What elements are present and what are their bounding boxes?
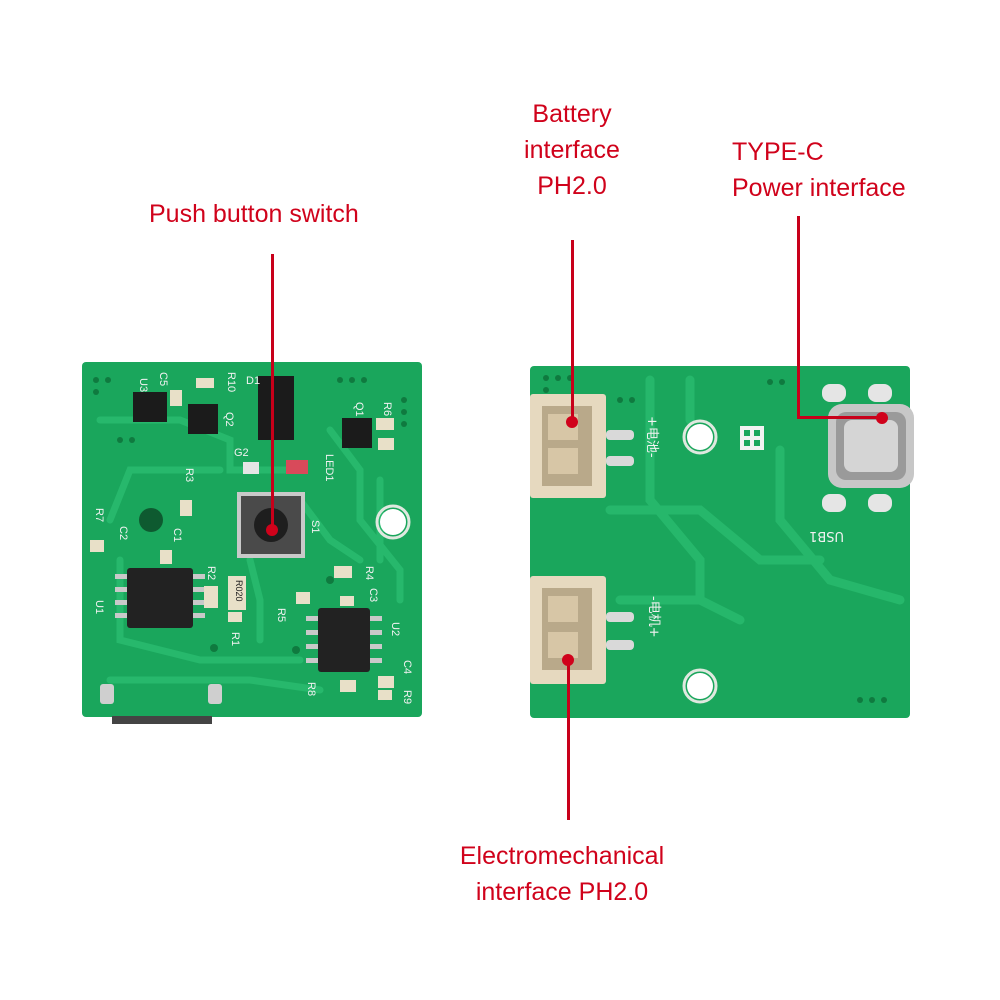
typec-label: TYPE-C Power interface bbox=[732, 134, 906, 206]
silk-u2: U2 bbox=[389, 622, 401, 636]
silk-motor-polarity: -电机+ bbox=[646, 596, 661, 638]
silk-r10: R10 bbox=[225, 372, 237, 392]
silk-r6: R6 bbox=[381, 402, 393, 416]
motor-label-line-1: Electromechanical bbox=[459, 842, 665, 870]
silk-r7: R7 bbox=[93, 508, 105, 522]
battery-label-line-1: Battery bbox=[532, 100, 612, 128]
silk-s1: S1 bbox=[309, 520, 321, 533]
motor-connector bbox=[530, 576, 634, 684]
motor-label-line-2: interface PH2.0 bbox=[475, 878, 649, 906]
motor-marker-dot bbox=[562, 654, 574, 666]
typec-leader-line-vertical bbox=[797, 216, 800, 418]
silk-r3: R3 bbox=[183, 468, 195, 482]
motor-leader-line bbox=[567, 660, 570, 820]
silk-d1: D1 bbox=[246, 375, 260, 387]
silk-q2: Q2 bbox=[223, 412, 235, 427]
silk-usb1: USB1 bbox=[809, 528, 844, 543]
battery-connector bbox=[530, 394, 634, 498]
silk-r020: R020 bbox=[234, 580, 244, 602]
silk-r9: R9 bbox=[401, 690, 413, 704]
left-pcb-board: U3 C5 R10 D1 Q2 Q1 R6 G2 LED1 R3 R7 C2 C… bbox=[82, 362, 422, 724]
silk-r8: R8 bbox=[305, 682, 317, 696]
silk-c2: C2 bbox=[117, 526, 129, 540]
battery-label: Battery interface PH2.0 bbox=[492, 96, 652, 204]
push-button-leader-line bbox=[271, 254, 274, 530]
battery-marker-dot bbox=[566, 416, 578, 428]
battery-leader-line bbox=[571, 240, 574, 422]
typec-label-line-1: TYPE-C bbox=[732, 138, 824, 166]
silk-c3: C3 bbox=[367, 588, 379, 602]
typec-leader-line-horizontal bbox=[797, 416, 881, 419]
silk-battery-polarity: +电池- bbox=[644, 416, 659, 458]
silk-r5: R5 bbox=[275, 608, 287, 622]
silk-c5: C5 bbox=[157, 372, 169, 386]
battery-label-line-2: interface bbox=[524, 136, 620, 164]
battery-label-line-3: PH2.0 bbox=[537, 172, 607, 200]
push-button-marker-dot bbox=[266, 524, 278, 536]
silk-led1: LED1 bbox=[323, 454, 335, 482]
silk-r2: R2 bbox=[205, 566, 217, 580]
silk-c1: C1 bbox=[171, 528, 183, 542]
silk-c4: C4 bbox=[401, 660, 413, 674]
motor-label: Electromechanical interface PH2.0 bbox=[432, 838, 692, 910]
silk-g2: G2 bbox=[234, 447, 249, 459]
silk-q1: Q1 bbox=[353, 402, 365, 417]
typec-marker-dot bbox=[876, 412, 888, 424]
silk-u1: U1 bbox=[93, 600, 105, 614]
silk-r4: R4 bbox=[363, 566, 375, 580]
right-pcb-board: +电池- -电机+ USB1 bbox=[530, 366, 914, 718]
push-button-label: Push button switch bbox=[149, 200, 359, 228]
silk-u3: U3 bbox=[137, 378, 149, 392]
typec-label-line-2: Power interface bbox=[732, 174, 906, 202]
silk-r1: R1 bbox=[229, 632, 241, 646]
